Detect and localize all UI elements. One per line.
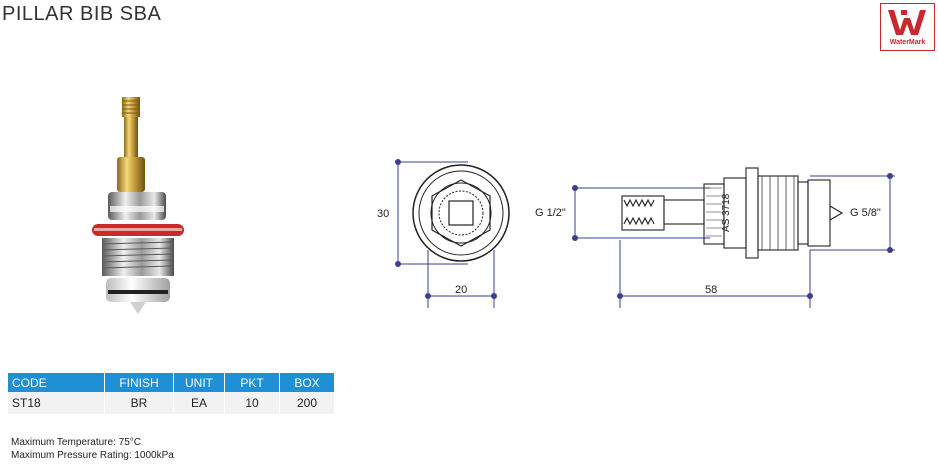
dim-length: 58 (705, 284, 718, 296)
col-pkt: PKT (224, 373, 280, 392)
spindle-tip (122, 97, 140, 117)
side-view (621, 167, 844, 259)
col-unit: UNIT (173, 373, 225, 392)
spec-table: CODE FINISH UNIT PKT BOX ST18 BR EA 10 2… (8, 373, 335, 414)
dimension-markers (395, 159, 893, 299)
col-code: CODE (8, 373, 105, 392)
spec-notes: Maximum Temperature: 75°C Maximum Pressu… (11, 436, 174, 462)
brass-body (117, 157, 145, 192)
front-view (412, 164, 510, 262)
dim-width: 20 (455, 284, 468, 296)
jumper-tip (130, 302, 146, 314)
dim-thread-right: G 5/8" (850, 207, 881, 219)
thread-lines (101, 241, 175, 269)
dimension-lines (397, 161, 895, 308)
cell-code: ST18 (8, 392, 105, 414)
cell-box: 200 (279, 392, 335, 414)
dim-thread-left: G 1/2" (535, 207, 566, 219)
watermark-label: WaterMark (889, 39, 926, 46)
spindle-knurl (122, 100, 140, 114)
product-image (92, 97, 184, 314)
technical-drawing: AS 3718 (395, 159, 895, 308)
page-title: PILLAR BIB SBA (2, 3, 162, 25)
table-row: ST18 BR EA 10 200 (8, 392, 335, 414)
spec-table-header: CODE FINISH UNIT PKT BOX (8, 373, 335, 392)
note-max-temperature: Maximum Temperature: 75°C (11, 437, 141, 448)
dim-height: 30 (377, 208, 390, 220)
col-finish: FINISH (104, 373, 174, 392)
watermark-logo-icon (888, 10, 926, 35)
col-box: BOX (279, 373, 335, 392)
watermark-badge: WaterMark (880, 3, 935, 51)
cell-pkt: 10 (224, 392, 280, 414)
cell-finish: BR (104, 392, 174, 414)
spindle-stem (124, 117, 138, 157)
stamp-label: AS 3718 (721, 193, 732, 232)
note-max-pressure: Maximum Pressure Rating: 1000kPa (11, 450, 174, 461)
cell-unit: EA (173, 392, 225, 414)
thread-body (102, 238, 174, 276)
